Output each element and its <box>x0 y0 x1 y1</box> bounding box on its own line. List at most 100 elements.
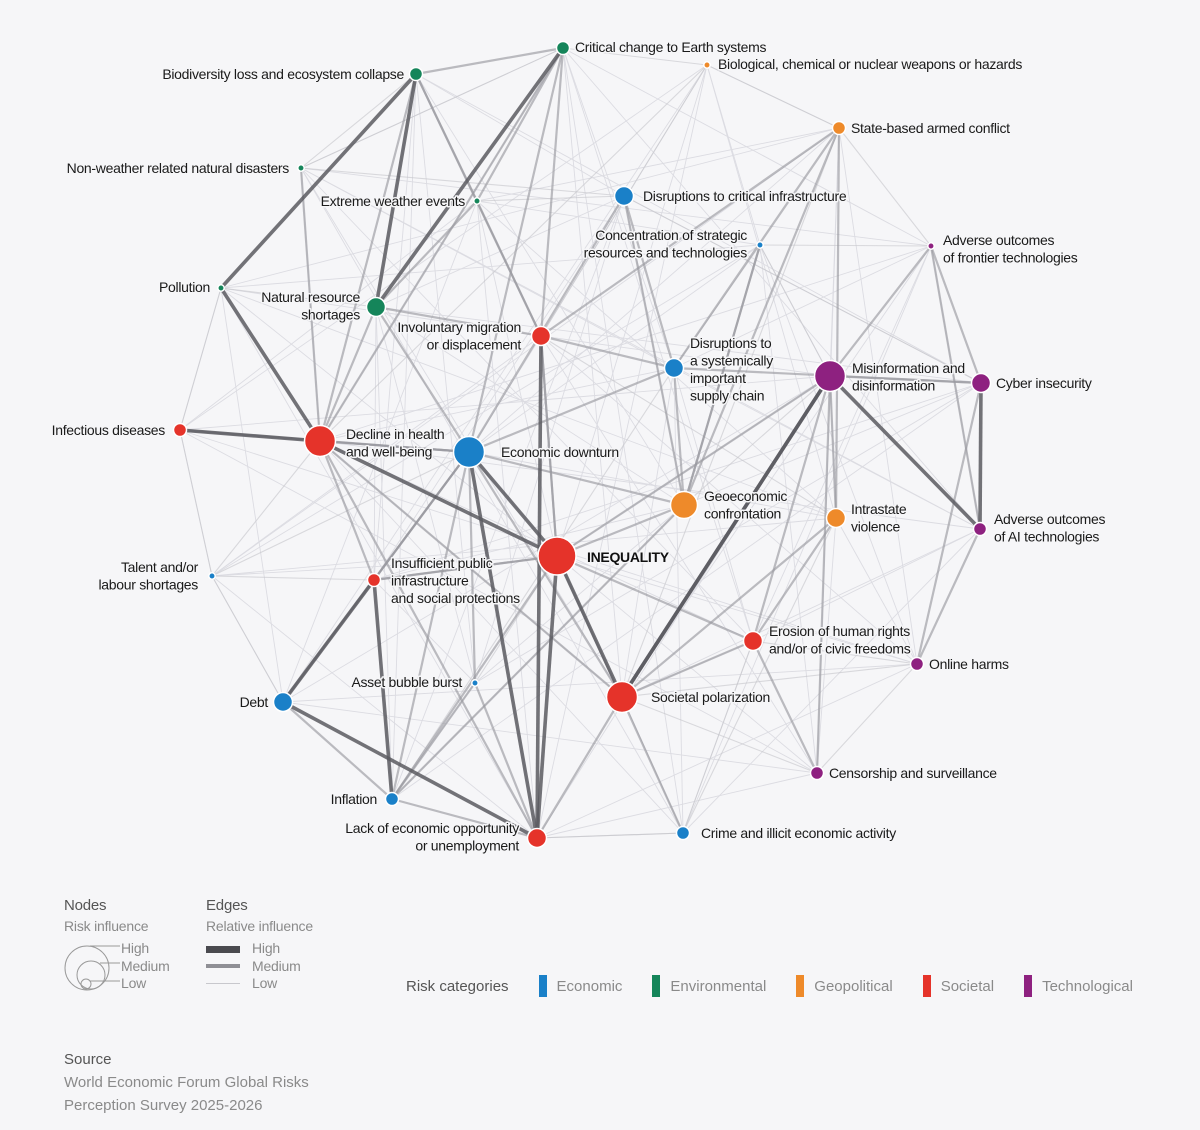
node-circle[interactable] <box>927 242 935 250</box>
edge-faint <box>752 528 981 642</box>
node-circle[interactable] <box>669 490 699 520</box>
node-label-halo: Asset bubble burst <box>351 674 462 690</box>
category-geopolitical: Geopolitical <box>796 975 893 997</box>
node-label-line: Societal polarization <box>651 689 770 705</box>
edge-faint <box>540 335 918 665</box>
edge-human-rights-online-harms <box>752 640 918 665</box>
node-circle[interactable] <box>303 424 337 458</box>
node-circle[interactable] <box>605 680 639 714</box>
node-label-halo: Non-weather related natural disasters <box>67 160 290 176</box>
node-circle[interactable] <box>756 241 764 249</box>
node-label-line: Crime and illicit economic activity <box>701 825 896 841</box>
edge-faint <box>536 663 918 839</box>
node-label-line: of AI technologies <box>994 529 1099 545</box>
node-circle[interactable] <box>742 630 764 652</box>
node-circle[interactable] <box>972 521 988 537</box>
node-label-line: of AI technologies <box>994 529 1099 545</box>
node-circle[interactable] <box>831 120 847 136</box>
node-circle[interactable] <box>909 656 925 672</box>
edge-faint <box>536 772 818 839</box>
node-circle[interactable] <box>555 40 571 56</box>
node-circle[interactable] <box>809 765 825 781</box>
edge-faint <box>373 382 982 581</box>
edge-polarization-intrastate <box>621 517 837 698</box>
edge-non-weather-disruptions-infra <box>300 167 625 197</box>
node-circle[interactable] <box>408 66 424 82</box>
node-circle[interactable] <box>365 296 387 318</box>
node-label-line: Geoeconomic <box>704 488 787 504</box>
node-label: Inflation <box>331 791 377 807</box>
node-circle[interactable] <box>217 284 225 292</box>
node-circle[interactable] <box>537 536 577 576</box>
node-label-line: Censorship and surveillance <box>829 765 997 781</box>
node-circle[interactable] <box>813 359 847 393</box>
edge-faint <box>682 528 981 834</box>
legend-node-medium: Medium <box>121 958 170 974</box>
node-bio-chem[interactable]: Biological, chemical or nuclear weapons … <box>703 55 1024 74</box>
node-crime[interactable]: Crime and illicit economic activityCrime… <box>675 824 898 843</box>
node-critical-change[interactable]: Critical change to Earth systemsCritical… <box>555 38 768 57</box>
edge-misinformation-human-rights <box>751 375 832 642</box>
node-label-halo: Critical change to Earth systems <box>575 39 766 55</box>
node-non-weather[interactable]: Non-weather related natural disastersNon… <box>65 159 305 178</box>
node-label: Online harms <box>929 656 1009 672</box>
node-circle[interactable] <box>526 827 548 849</box>
node-circle[interactable] <box>663 357 685 379</box>
node-circle[interactable] <box>473 197 481 205</box>
node-circle[interactable] <box>297 164 305 172</box>
node-biodiversity[interactable]: Biodiversity loss and ecosystem collapse… <box>161 65 424 84</box>
edge-faint <box>211 244 761 577</box>
node-circle[interactable] <box>530 325 552 347</box>
node-circle[interactable] <box>452 435 486 469</box>
edge-faint <box>476 200 538 839</box>
node-circle[interactable] <box>366 572 382 588</box>
node-circle[interactable] <box>970 372 992 394</box>
node-label-line: Disruptions to critical infrastructure <box>643 188 847 204</box>
node-circle[interactable] <box>471 679 479 687</box>
node-label-line: INEQUALITY <box>587 549 670 565</box>
node-circle[interactable] <box>675 825 691 841</box>
node-circle[interactable] <box>703 61 711 69</box>
node-circle[interactable] <box>172 422 188 438</box>
node-disruptions-infra[interactable]: Disruptions to critical infrastructureDi… <box>613 185 849 207</box>
edge-polarization-lack-opportunity <box>536 696 623 839</box>
node-label-line: Online harms <box>929 656 1009 672</box>
node-circle[interactable] <box>384 791 400 807</box>
node-circle[interactable] <box>208 572 216 580</box>
legend-risk-categories: Risk categories Economic Environmental G… <box>406 975 1133 997</box>
edge-debt-lack-opportunity <box>282 700 538 840</box>
edge-faint <box>179 375 831 431</box>
node-circle[interactable] <box>825 507 847 529</box>
node-circle[interactable] <box>272 691 294 713</box>
edge-faint <box>300 167 981 530</box>
node-circle[interactable] <box>613 185 635 207</box>
node-label-halo: Crime and illicit economic activity <box>701 825 896 841</box>
